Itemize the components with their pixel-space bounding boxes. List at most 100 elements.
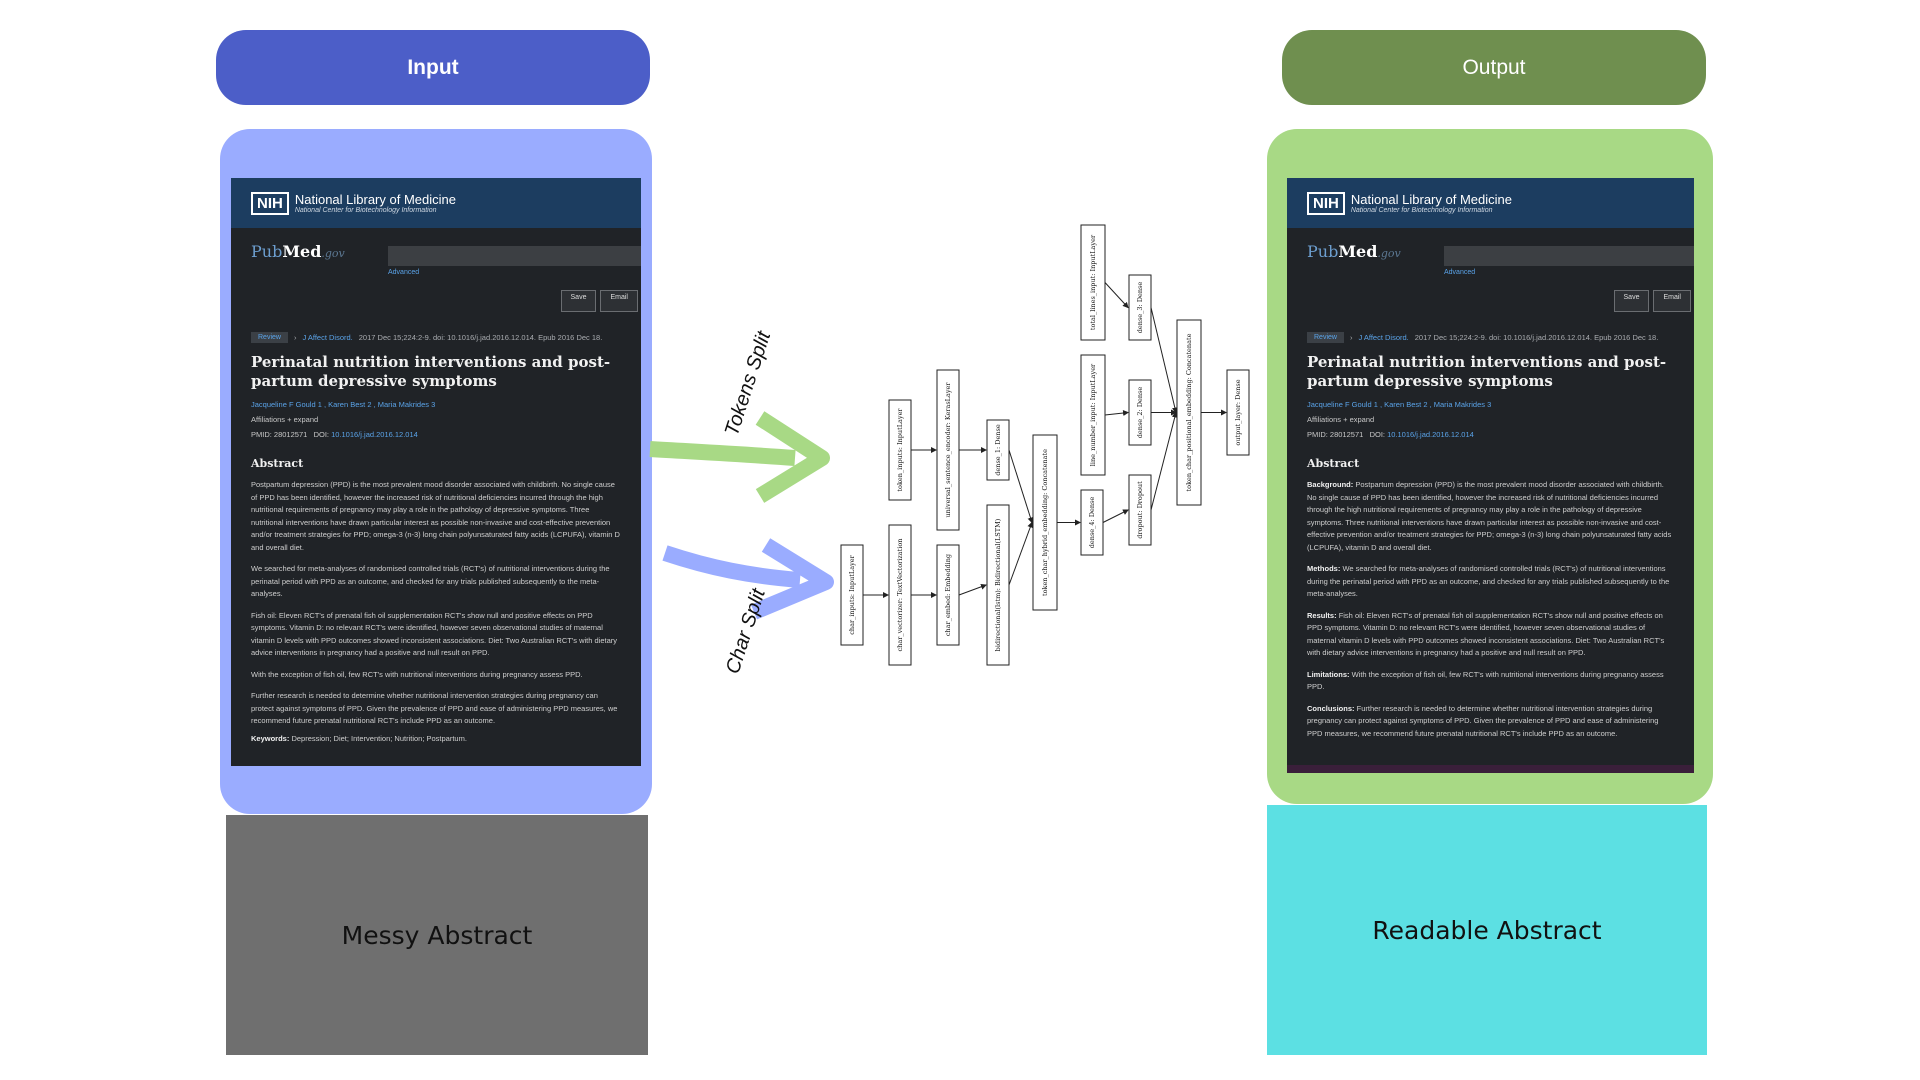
graph-node-label: token_char_positional_embedding: Concate… [1185, 333, 1193, 491]
graph-node-char-vectorizer: char_vectorizer: TextVectorization [888, 524, 912, 666]
save-button[interactable]: Save [560, 290, 597, 312]
abstract-heading: Abstract [1307, 457, 1360, 470]
abstract-section-results: Results: Fish oil: Eleven RCT's of prena… [1307, 610, 1665, 658]
pubmed-header: NIH National Library of Medicine Nationa… [1287, 178, 1694, 228]
input-pubmed-screenshot: NIH National Library of Medicine Nationa… [231, 178, 641, 766]
affiliations[interactable]: Affiliations + expand [251, 415, 319, 424]
graph-node-total-lines: total_lines_input: InputLayer [1080, 224, 1106, 341]
graph-node-label: char_embed: Embedding [944, 554, 952, 636]
graph-node-hybrid: token_char_hybrid_embedding: Concatenate [1032, 434, 1058, 611]
char-split-arrow [662, 545, 801, 588]
author-list[interactable]: Jacqueline F Gould 1 , Karen Best 2 , Ma… [251, 400, 436, 409]
graph-edge [1102, 509, 1129, 523]
org-name: National Library of Medicine [1350, 192, 1512, 207]
journal-link[interactable]: J Affect Disord. [302, 333, 353, 342]
input-caption-box: Messy Abstract [226, 815, 648, 1055]
graph-edge [1104, 282, 1129, 309]
citation: 2017 Dec 15;224:2-9. doi: 10.1016/j.jad.… [358, 333, 603, 342]
input-header-label: Input [407, 55, 459, 79]
graph-node-label: universal_sentence_encoder: KerasLayer [944, 382, 952, 518]
org-subtitle: National Center for Biotechnology Inform… [294, 207, 437, 214]
abstract-paragraph: Fish oil: Eleven RCT's of prenatal fish … [251, 610, 618, 658]
graph-node-label: dropout: Dropout [1136, 481, 1144, 539]
advanced-link[interactable]: Advanced [1444, 269, 1476, 276]
graph-node-label: token_inputs: InputLayer [896, 408, 904, 492]
graph-edge [1150, 307, 1178, 414]
nih-logo: NIH [251, 191, 289, 215]
graph-node-dense-4: dense_4: Dense [1080, 489, 1104, 556]
abstract-section-conclusions: Conclusions: Further research is needed … [1307, 703, 1659, 738]
abstract-heading: Abstract [251, 457, 304, 470]
graph-node-use: universal_sentence_encoder: KerasLayer [936, 369, 960, 531]
pubmed-header: NIH National Library of Medicine Nationa… [231, 178, 641, 228]
email-button[interactable]: Email [600, 290, 638, 312]
graph-edge [1150, 411, 1178, 511]
abstract-paragraph: Postpartum depression (PPD) is the most … [251, 480, 620, 552]
graph-node-label: dense_3: Dense [1136, 282, 1144, 334]
abstract-section-limitations: Limitations: With the exception of fish … [1307, 669, 1664, 692]
graph-node-label: dense_1: Dense [994, 424, 1002, 476]
graph-node-dense-2: dense_2: Dense [1128, 379, 1152, 446]
graph-edge [958, 583, 987, 596]
citation: 2017 Dec 15;224:2-9. doi: 10.1016/j.jad.… [1414, 333, 1659, 342]
abstract-section-background: Background: Postpartum depression (PPD) … [1307, 480, 1672, 552]
abstract-paragraph: We searched for meta-analyses of randomi… [251, 564, 610, 598]
doi-link[interactable]: 10.1016/j.jad.2016.12.014 [1387, 430, 1474, 439]
save-button[interactable]: Save [1613, 290, 1650, 312]
abstract-paragraph: Further research is needed to determine … [251, 691, 618, 725]
abstract-section-methods: Methods: We searched for meta-analyses o… [1307, 564, 1670, 598]
tokens-split-arrowhead [755, 411, 830, 503]
output-caption: Readable Abstract [1372, 915, 1602, 945]
graph-node-label: output_layer: Dense [1234, 379, 1242, 445]
nih-logo: NIH [1307, 191, 1345, 215]
pubmed-logo[interactable]: PubMed.gov [1307, 242, 1401, 261]
keywords: Keywords: Depression; Diet; Intervention… [251, 733, 467, 743]
char-split-arrowhead [750, 538, 834, 620]
article-title: Perinatal nutrition interventions and po… [251, 353, 611, 390]
output-header: Output [1282, 30, 1706, 105]
graph-node-label: bidirectional(lstm): Bidirectional(LSTM) [994, 518, 1002, 651]
search-input[interactable] [1444, 246, 1694, 266]
author-list[interactable]: Jacqueline F Gould 1 , Karen Best 2 , Ma… [1307, 400, 1492, 409]
output-caption-box: Readable Abstract [1267, 805, 1707, 1055]
graph-edge [1008, 521, 1034, 586]
input-caption: Messy Abstract [341, 920, 533, 950]
output-pubmed-screenshot: NIH National Library of Medicine Nationa… [1287, 178, 1694, 773]
graph-node-char-embed: char_embed: Embedding [936, 544, 960, 646]
journal-link[interactable]: J Affect Disord. [1358, 333, 1409, 342]
graph-node-char-inputs: char_inputs: InputLayer [840, 544, 864, 646]
email-button[interactable]: Email [1653, 290, 1691, 312]
search-input[interactable] [388, 246, 641, 266]
graph-edge [1008, 449, 1034, 524]
graph-node-bilstm: bidirectional(lstm): Bidirectional(LSTM) [986, 504, 1010, 666]
graph-node-output-layer: output_layer: Dense [1226, 369, 1250, 456]
graph-node-label: line_number_input: InputLayer [1089, 363, 1097, 466]
graph-node-token-inputs: token_inputs: InputLayer [888, 399, 912, 501]
ids: PMID: 28012571 DOI: 10.1016/j.jad.2016.1… [251, 430, 418, 439]
org-name: National Library of Medicine [294, 192, 456, 207]
doi-link[interactable]: 10.1016/j.jad.2016.12.014 [331, 430, 418, 439]
graph-edge [1104, 410, 1129, 417]
graph-node-dense-3: dense_3: Dense [1128, 274, 1152, 341]
ids: PMID: 28012571 DOI: 10.1016/j.jad.2016.1… [1307, 430, 1474, 439]
graph-node-label: char_inputs: InputLayer [848, 554, 856, 634]
pubmed-logo[interactable]: PubMed.gov [251, 242, 345, 261]
graph-node-positional: token_char_positional_embedding: Concate… [1176, 319, 1202, 506]
graph-node-dense-1: dense_1: Dense [986, 419, 1010, 481]
advanced-link[interactable]: Advanced [388, 269, 420, 276]
output-header-label: Output [1462, 55, 1526, 79]
tokens-split-arrow [649, 441, 796, 466]
graph-node-label: token_char_hybrid_embedding: Concatenate [1041, 449, 1049, 596]
review-badge: Review [251, 332, 288, 343]
input-header: Input [216, 30, 650, 105]
graph-node-label: dense_2: Dense [1136, 387, 1144, 439]
article-title: Perinatal nutrition interventions and po… [1307, 353, 1667, 390]
graph-node-label: total_lines_input: InputLayer [1089, 234, 1097, 330]
affiliations[interactable]: Affiliations + expand [1307, 415, 1375, 424]
org-subtitle: National Center for Biotechnology Inform… [1350, 207, 1493, 214]
graph-node-label: char_vectorizer: TextVectorization [896, 539, 904, 652]
abstract-paragraph: With the exception of fish oil, few RCT'… [251, 669, 583, 679]
graph-node-line-number: line_number_input: InputLayer [1080, 354, 1106, 476]
